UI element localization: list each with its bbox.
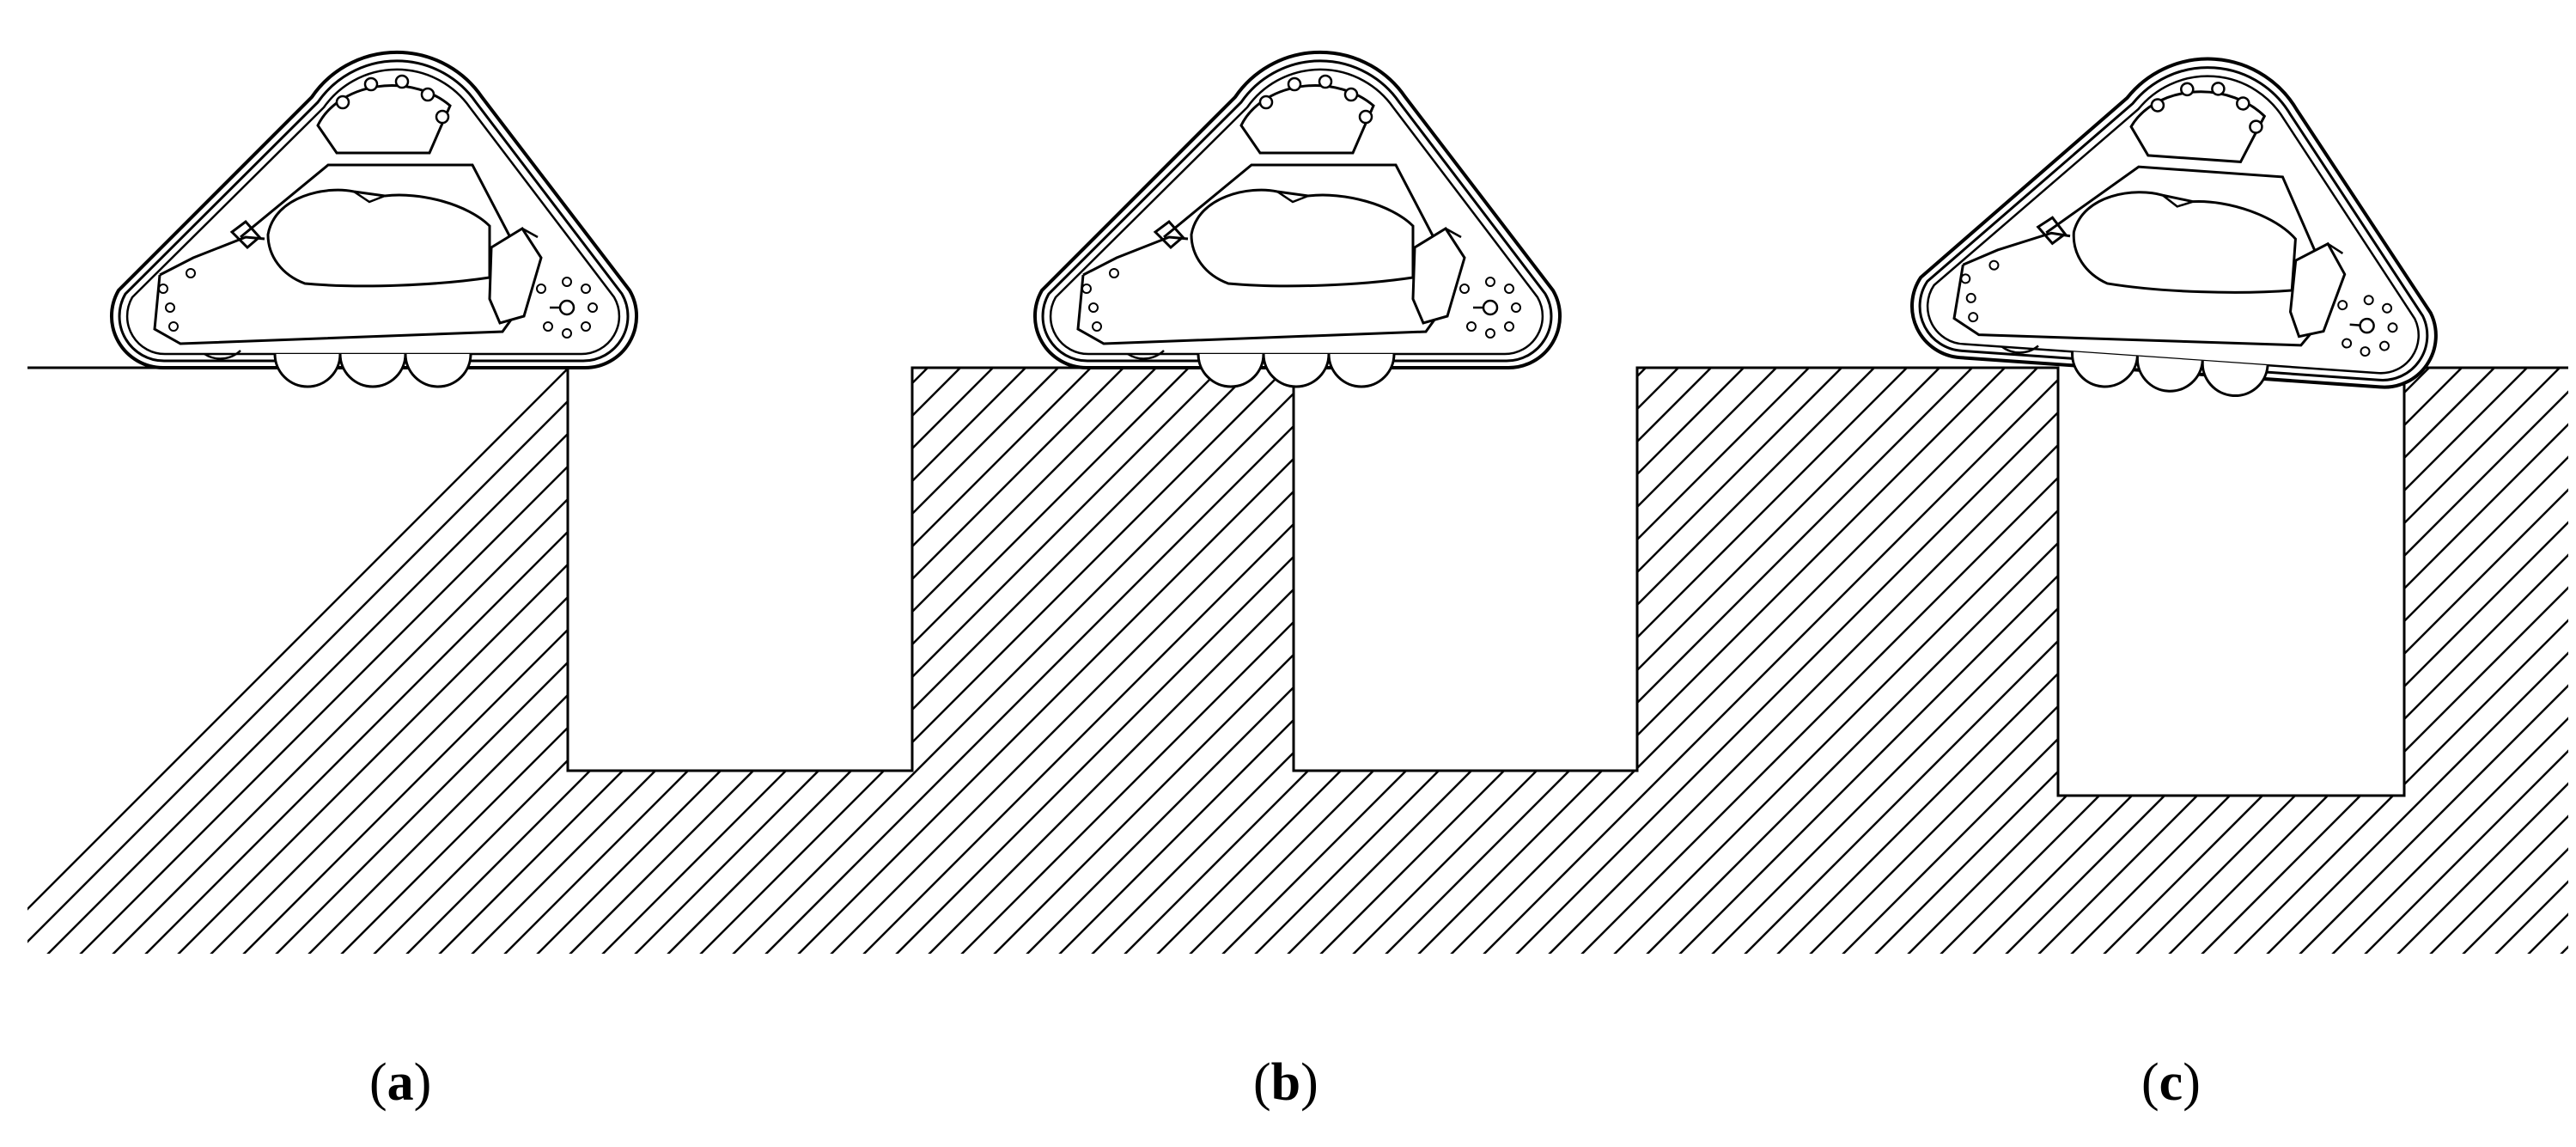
hatch-line	[1867, 368, 2471, 954]
hatch-line	[528, 368, 1133, 954]
hatch-line	[1116, 368, 1720, 954]
hatch-line	[2389, 368, 2568, 954]
hatch-line	[1573, 368, 2177, 954]
hatch-line	[757, 368, 1361, 954]
hatch-line	[1344, 368, 1949, 954]
hatch-line	[1671, 368, 2275, 954]
ground-outline	[27, 366, 2568, 797]
hatch-line	[1312, 368, 1916, 954]
hatch-line	[202, 368, 807, 954]
hatch-line	[561, 368, 1166, 954]
hatch-line	[724, 368, 1329, 954]
hatch-line	[1083, 368, 1688, 954]
hatch-line	[1181, 368, 1786, 954]
hatch-line	[2160, 368, 2568, 954]
hatch-line	[1769, 368, 2373, 954]
crawler-robot-b	[1032, 50, 1562, 388]
hatch-line	[626, 368, 1231, 954]
hatch-line	[2193, 368, 2568, 954]
hatch-line	[691, 368, 1296, 954]
hatch-line	[1410, 368, 2014, 954]
panel-label-b: (b)	[1253, 1053, 1318, 1112]
hatch-line	[2454, 368, 2568, 954]
hatch-line	[300, 368, 904, 954]
hatch-line	[1736, 368, 2341, 954]
hatch-line	[267, 368, 872, 954]
panel-label-a: (a)	[369, 1053, 432, 1112]
hatch-line	[27, 368, 578, 954]
hatch-line	[1279, 368, 1884, 954]
hatch-line	[137, 368, 741, 954]
hatch-line	[1050, 368, 1655, 954]
hatch-line	[71, 368, 676, 954]
hatch-line	[430, 368, 1035, 954]
hatch-line	[104, 368, 709, 954]
hatch-line	[1442, 368, 2047, 954]
hatch-line	[1997, 368, 2568, 954]
hatch-line	[953, 368, 1557, 954]
hatch-line	[2258, 368, 2568, 954]
hatch-line	[2421, 368, 2568, 954]
ground-hatching	[27, 368, 2568, 954]
hatch-line	[332, 368, 937, 954]
hatch-line	[1018, 368, 1623, 954]
hatch-line	[1507, 368, 2112, 954]
hatch-line	[1214, 368, 1818, 954]
hatch-line	[2095, 368, 2568, 954]
hatch-line	[2356, 368, 2568, 954]
hatch-line	[1899, 368, 2504, 954]
hatch-line	[1377, 368, 1982, 954]
hatch-line	[920, 368, 1525, 954]
hatch-line	[1540, 368, 2145, 954]
hatch-line	[27, 368, 611, 954]
hatch-line	[1605, 368, 2210, 954]
panel-label-c: (c)	[2141, 1053, 2201, 1112]
hatch-line	[789, 368, 1394, 954]
hatch-line	[594, 368, 1198, 954]
hatch-line	[234, 368, 839, 954]
hatch-line	[887, 368, 1492, 954]
hatch-line	[39, 368, 643, 954]
hatch-line	[2291, 368, 2568, 954]
hatch-line	[1932, 368, 2536, 954]
hatch-line	[463, 368, 1068, 954]
hatch-line	[1834, 368, 2439, 954]
hatch-line	[1246, 368, 1851, 954]
hatch-line	[1703, 368, 2308, 954]
hatch-line	[1638, 368, 2243, 954]
hatch-line	[1148, 368, 1753, 954]
hatch-line	[659, 368, 1264, 954]
hatch-line	[1801, 368, 2406, 954]
hatch-line	[2323, 368, 2568, 954]
hatch-line	[496, 368, 1100, 954]
hatch-line	[365, 368, 970, 954]
hatch-line	[1475, 368, 2080, 954]
hatch-line	[855, 368, 1459, 954]
hatch-line	[2552, 368, 2568, 954]
hatch-line	[2487, 368, 2568, 954]
hatch-line	[2128, 368, 2568, 954]
hatch-line	[985, 368, 1590, 954]
hatch-line	[1964, 368, 2568, 954]
crawler-robot-a	[109, 50, 639, 388]
hatch-line	[2226, 368, 2568, 954]
crawler-robot-c	[1905, 37, 2457, 412]
hatch-line	[169, 368, 774, 954]
hatch-line	[2062, 368, 2568, 954]
